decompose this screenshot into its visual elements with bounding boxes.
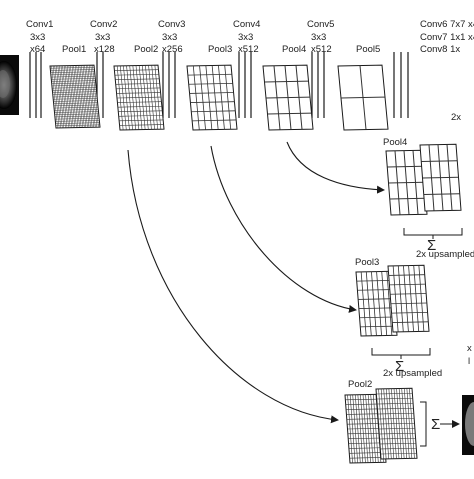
- right-mid-cut-label-2: l: [468, 356, 470, 367]
- pool3-feature-map: [187, 65, 237, 130]
- sum-symbol-3: Σ: [431, 416, 440, 433]
- right-top-cut-label: 2x: [451, 112, 461, 123]
- conv4-filters: x512: [238, 44, 259, 55]
- output-image: [462, 395, 474, 455]
- conv5-filters: x512: [311, 44, 332, 55]
- conv4-name: Conv4: [233, 19, 260, 30]
- pool2-branch-label: Pool2: [348, 379, 372, 390]
- conv7-label: Conv7 1x1 x4: [420, 32, 474, 43]
- conv3-name: Conv3: [158, 19, 185, 30]
- conv4-kernel: 3x3: [238, 32, 253, 43]
- pool2-branch-map-b: [376, 388, 417, 459]
- conv5-name: Conv5: [307, 19, 334, 30]
- conv2-name: Conv2: [90, 19, 117, 30]
- pool5-feature-map: [338, 65, 388, 130]
- conv6-label: Conv6 7x7 x4: [420, 19, 474, 30]
- pool5-label: Pool5: [356, 44, 380, 55]
- right-mid-cut-label: x: [467, 343, 472, 354]
- pool3-skip-arrow: [211, 146, 356, 310]
- branch-feature-maps: [345, 144, 461, 463]
- conv3-kernel: 3x3: [162, 32, 177, 43]
- pool4-branch-map-b: [420, 144, 461, 211]
- pool1-label: Pool1: [62, 44, 86, 55]
- input-image: [0, 55, 19, 115]
- conv1-filters: x64: [30, 44, 45, 55]
- conv1-name: Conv1: [26, 19, 53, 30]
- pool2-skip-arrow: [128, 150, 338, 420]
- pool3-branch-map-b: [388, 265, 429, 332]
- pool4-skip-arrow: [287, 142, 384, 190]
- conv2-filters: x128: [94, 44, 115, 55]
- conv3-filters: x256: [162, 44, 183, 55]
- pool1-feature-map: [50, 65, 100, 128]
- upsample-label-1: 2x upsampled: [416, 249, 474, 260]
- pool2-feature-map: [114, 65, 164, 130]
- main-feature-maps: [50, 65, 388, 130]
- conv5-kernel: 3x3: [311, 32, 326, 43]
- conv2-kernel: 3x3: [95, 32, 110, 43]
- pool4-feature-map: [263, 65, 313, 130]
- pool4-branch-label: Pool4: [383, 137, 407, 148]
- upsample-label-2: 2x upsampled: [383, 368, 442, 379]
- pool2-label: Pool2: [134, 44, 158, 55]
- pool4-label: Pool4: [282, 44, 306, 55]
- conv1-kernel: 3x3: [30, 32, 45, 43]
- pool3-branch-label: Pool3: [355, 257, 379, 268]
- conv8-label: Conv8 1x: [420, 44, 460, 55]
- pool3-label: Pool3: [208, 44, 232, 55]
